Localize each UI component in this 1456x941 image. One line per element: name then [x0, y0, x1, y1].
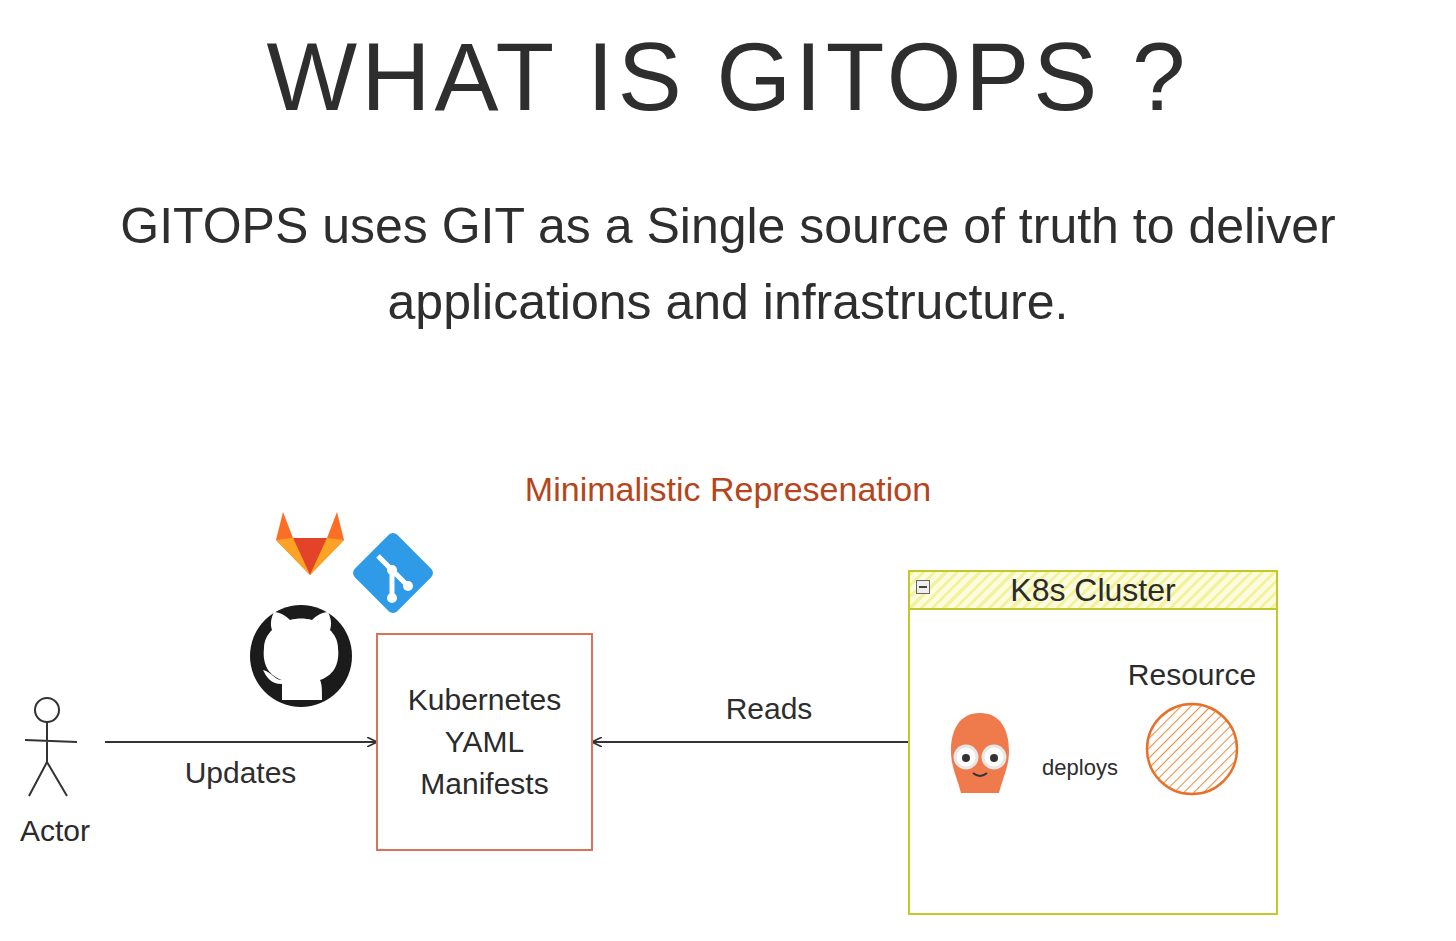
argo-pupil	[990, 754, 998, 762]
box-text: Kubernetes YAML Manifests	[396, 679, 573, 805]
connector-arrow	[105, 741, 376, 743]
resource-circle: Resource	[1145, 702, 1239, 796]
resource-label: Resource	[1128, 658, 1256, 692]
argo-octopus	[945, 707, 1015, 797]
actor-label: Actor	[5, 814, 105, 848]
argo-pupil	[962, 754, 970, 762]
resource-outline	[1147, 704, 1237, 794]
section-heading: Minimalistic Represenation	[0, 470, 1456, 509]
collapse-toggle	[916, 580, 930, 594]
argo-eye	[955, 746, 977, 768]
edge-label: Updates	[182, 756, 300, 790]
edge-label: deploys	[1039, 755, 1121, 781]
actor-figure: Actor	[5, 690, 105, 850]
connector-arrow	[593, 741, 945, 743]
page-title: WHAT IS GITOPS ?	[0, 22, 1456, 132]
edge-label: Reads	[723, 692, 816, 726]
resource-shape	[1145, 702, 1239, 796]
manifest-box: Kubernetes YAML Manifests	[376, 633, 593, 851]
cluster-header: K8s Cluster	[910, 572, 1276, 610]
figure-body	[25, 722, 77, 796]
stick-figure	[5, 690, 105, 805]
argo-eye	[983, 746, 1005, 768]
cluster-container: K8s ClusterResource	[908, 570, 1278, 915]
collapse-minus	[919, 586, 927, 588]
gitlab-icon	[276, 512, 344, 575]
git-icon	[351, 531, 436, 616]
subtitle: GITOPS uses GIT as a Single source of tr…	[103, 188, 1353, 340]
cluster-title: K8s Cluster	[1010, 572, 1175, 609]
argocd-agent	[945, 707, 1015, 797]
argo-body	[951, 713, 1009, 793]
github-icon	[250, 605, 352, 707]
figure-head	[35, 698, 59, 722]
argo-mouth	[973, 773, 987, 776]
